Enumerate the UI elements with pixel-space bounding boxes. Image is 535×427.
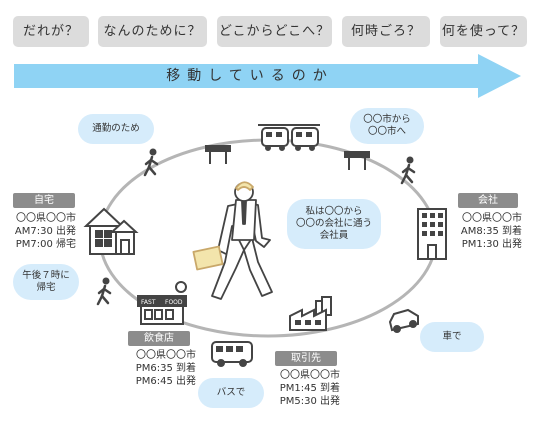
- station-icon: [344, 151, 370, 170]
- shop-sign-fast: FAST: [141, 299, 156, 306]
- banner-arrow-shape: [14, 54, 521, 98]
- walking-person-icon: [96, 277, 112, 306]
- place-tag-client: 取引先: [275, 351, 337, 366]
- shop-sign-food: FOOD: [165, 299, 183, 306]
- place-tag-restaurant: 飲食店: [128, 331, 190, 346]
- car-icon: [388, 308, 419, 333]
- place-info-office: 〇〇県〇〇市 AM8:35 到着 PM1:30 出発: [460, 213, 522, 250]
- question-tab-where: どこからどこへ？: [217, 16, 332, 47]
- walking-person-icon: [400, 156, 416, 185]
- station-icon: [205, 145, 231, 164]
- bubble-from-to: 〇〇市から 〇〇市へ: [350, 108, 424, 144]
- bubble-commute: 通勤のため: [78, 114, 154, 144]
- bubble-bus: バスで: [198, 378, 264, 408]
- train-icon: [258, 124, 320, 151]
- fast-food-shop-icon: [137, 281, 187, 325]
- question-tab-when: 何時ごろ？: [342, 16, 430, 47]
- house-icon: [83, 207, 139, 255]
- place-tag-home: 自宅: [13, 193, 75, 208]
- place-info-restaurant: 〇〇県〇〇市 PM6:35 到着 PM6:45 出発: [135, 350, 196, 387]
- question-tab-who: だれが？: [13, 16, 89, 47]
- bubble-return-home: 午後７時に 帰宅: [13, 264, 79, 300]
- walking-person-icon: [143, 148, 159, 177]
- question-tab-how: 何を使って？: [440, 16, 527, 47]
- factory-icon: [289, 296, 332, 331]
- banner-arrow: [14, 54, 521, 98]
- office-building-icon: [417, 208, 447, 260]
- banner-label: 移動しているのか: [166, 68, 334, 84]
- bubble-car: 車で: [420, 322, 484, 352]
- place-info-home: 〇〇県〇〇市 AM7:30 出発 PM7:00 帰宅: [14, 213, 76, 250]
- businessman-illustration: [192, 181, 273, 300]
- bus-icon: [211, 341, 253, 367]
- question-tab-why: なんのために？: [98, 16, 207, 47]
- place-info-client: 〇〇県〇〇市 PM1:45 到着 PM5:30 出発: [279, 370, 340, 407]
- place-tag-office: 会社: [458, 193, 518, 208]
- bubble-person: 私は〇〇から 〇〇の会社に通う 会社員: [287, 199, 381, 249]
